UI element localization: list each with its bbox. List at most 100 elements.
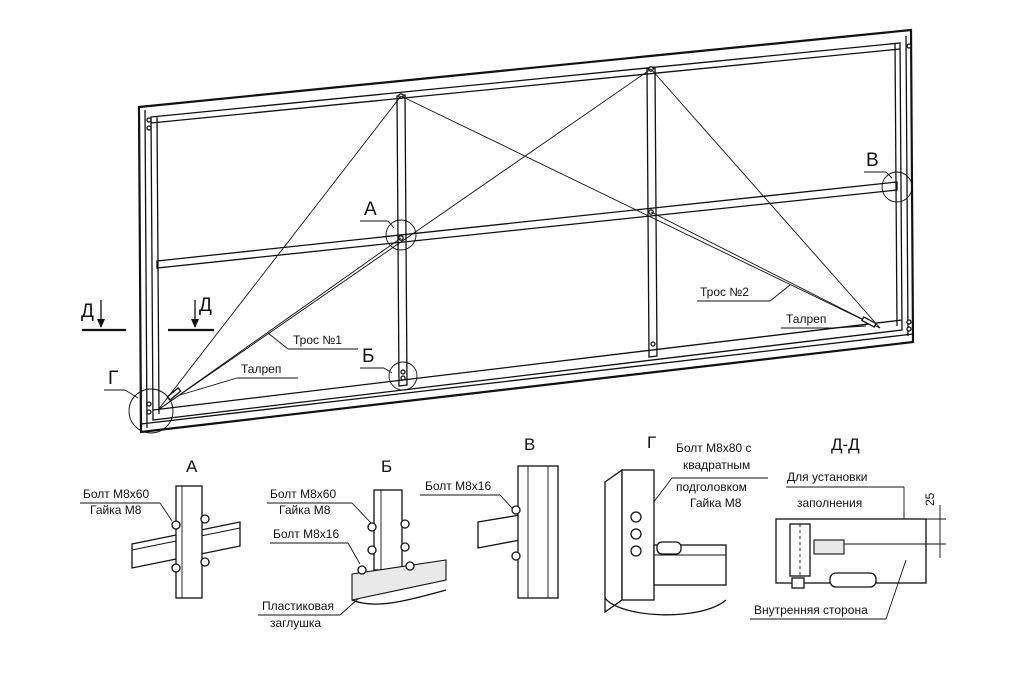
right-post-inner (894, 42, 898, 327)
detail-b-bottom-rail (351, 559, 447, 601)
detail-b-bolt: Болт М8х60 (270, 487, 336, 501)
detail-b-cap (351, 589, 447, 605)
detail-v: В Болт М8х16 (420, 435, 559, 599)
detail-a-bolt: Болт М8х60 (83, 487, 149, 501)
bolt-head (630, 528, 642, 540)
turnbuckle-right (861, 316, 877, 328)
leader (387, 220, 395, 229)
callout-v-label: В (866, 150, 879, 171)
leader (267, 332, 289, 350)
detail-g-title: Г (647, 433, 656, 452)
detail-a-title: А (186, 457, 198, 476)
bolt-dot (906, 43, 912, 49)
bolt-dot (400, 369, 406, 375)
callout-circle-v (881, 171, 913, 203)
cable-1-b (157, 68, 652, 411)
leader (769, 284, 791, 302)
cable-2-b (650, 68, 881, 329)
detail-dd-label2: заполнения (797, 496, 862, 510)
cable-1-label: Трос №1 (293, 333, 342, 347)
cable-2-a (400, 95, 881, 329)
frame-outer (137, 28, 915, 434)
bolt-head (200, 514, 210, 524)
bolt-dot (146, 125, 152, 131)
bolt-dot (650, 341, 656, 347)
bolt-dot (146, 401, 152, 407)
detail-b-vertical (373, 489, 403, 571)
cable-1-c (157, 237, 402, 411)
detail-b-title: Б (381, 457, 392, 476)
detail-g-post-side (604, 468, 623, 614)
left-post-inner (156, 116, 160, 415)
detail-dd: Д-Д Для установки заполнения 25 Внутренн… (750, 435, 946, 620)
callout-circles (128, 171, 913, 434)
detail-b: Б Болт М8х60 Гайка М8 Болт М8х16 Пластик… (258, 457, 447, 630)
leader (499, 494, 513, 509)
arrow-head (191, 319, 199, 328)
leader (885, 171, 893, 179)
callout-circle-a (385, 219, 417, 251)
detail-dd-label1: Для установки (787, 470, 868, 484)
top-rail-line (150, 48, 901, 124)
bottom-rail-outer (140, 333, 914, 425)
bolt-head (630, 545, 642, 557)
leader (885, 559, 907, 620)
detail-v-title: В (524, 435, 535, 454)
detail-g-line3: подголовком (676, 480, 747, 494)
callout-a-label: А (364, 199, 377, 220)
bolt-head (630, 511, 642, 523)
bolt-head (200, 557, 210, 567)
gate-frame (137, 28, 915, 434)
turnbuckle-left-label: Талреп (241, 362, 281, 376)
detail-v-bolt: Болт М8х16 (425, 479, 491, 493)
section-mark-right: Д (168, 295, 214, 332)
bolt-dot (146, 117, 152, 123)
detail-v-horizontal (477, 514, 521, 549)
bolt-head (367, 522, 377, 532)
detail-g-line1: Болт М8х80 с (676, 441, 751, 455)
bolt-dot (906, 326, 912, 332)
bolt-head (171, 520, 181, 530)
detail-g-bottom (604, 597, 727, 616)
callout-b-label: Б (362, 346, 374, 367)
bolt-dot (906, 319, 912, 325)
cable-1-a (157, 95, 402, 411)
cable-2-c (650, 211, 881, 329)
bottom-rail-line (152, 319, 903, 411)
detail-g: Г Болт М8х80 с квадратным подголовком Га… (604, 433, 768, 616)
leader (351, 502, 373, 525)
left-post-line (144, 109, 148, 429)
bolt-dot (146, 409, 152, 415)
detail-dd-turnbuckle (829, 572, 877, 588)
callout-circle-b (388, 361, 418, 391)
leader (179, 377, 238, 396)
bolt-dot (400, 375, 406, 381)
leader (347, 542, 361, 565)
detail-g-line2: квадратным (683, 458, 750, 472)
arrow-head (97, 319, 105, 328)
bolt-head (400, 542, 410, 552)
detail-b-cap-2: заглушка (270, 616, 321, 630)
detail-dd-title: Д-Д (831, 435, 860, 454)
detail-g-line4: Гайка М8 (690, 496, 742, 510)
callout-g-label: Г (108, 368, 118, 389)
bolt-head (405, 561, 415, 571)
cable-2-label: Трос №2 (700, 285, 749, 299)
detail-a: А Болт М8х60 Гайка М8 (80, 457, 241, 599)
leader (832, 325, 867, 329)
right-post-line (905, 35, 909, 337)
bolt-head (511, 505, 521, 515)
detail-g-turnbuckle (656, 541, 682, 555)
detail-dd-bolt (791, 577, 805, 589)
bolt-head (511, 551, 521, 561)
leader (383, 367, 393, 374)
cables (157, 68, 881, 411)
callout-circle-g (128, 388, 174, 434)
section-d-right: Д (199, 295, 212, 316)
detail-a-nut: Гайка М8 (90, 503, 142, 517)
turnbuckle-right-label: Талреп (786, 312, 826, 326)
detail-b-cap-1: Пластиковая (262, 599, 334, 613)
bolt-head (357, 565, 367, 575)
detail-dd-dimension: 25 (923, 492, 937, 506)
